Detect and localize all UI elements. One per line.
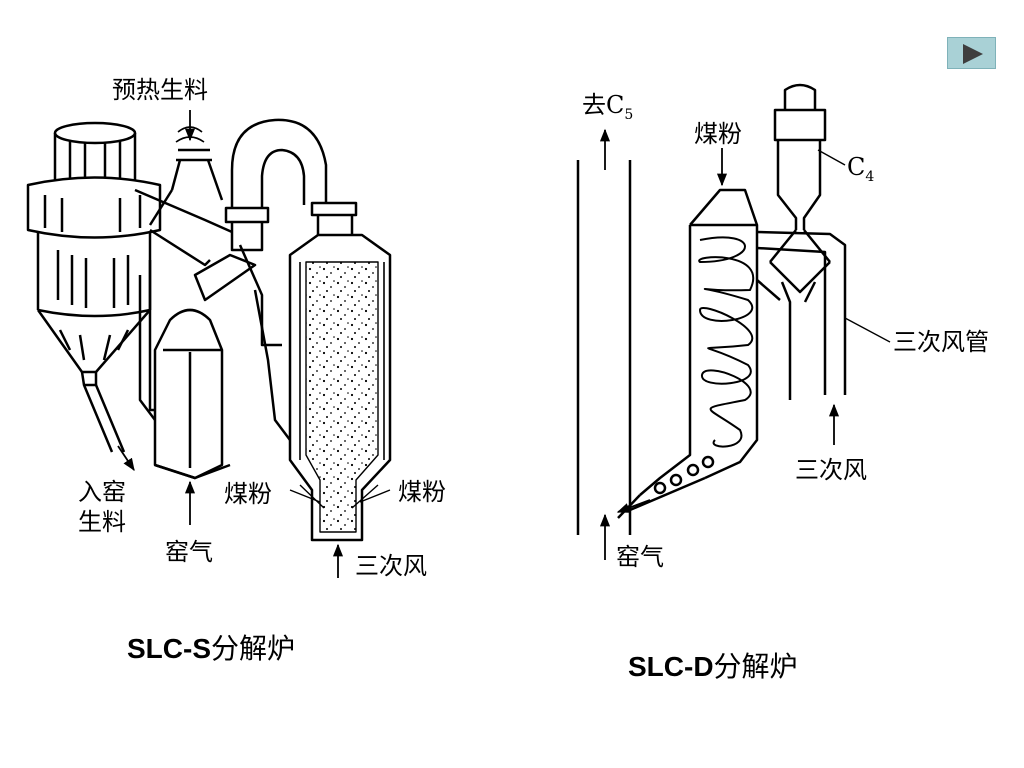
slc-d-labels: 去C5 煤粉 C4 三次风管 三次风 窑气 [582, 91, 989, 571]
c4-leader [817, 149, 846, 166]
kiln-riser [153, 308, 231, 480]
label-tertiary-duct: 三次风管 [893, 328, 989, 356]
caption-slc-d-cn: 分解炉 [713, 650, 798, 683]
slc-s-labels: 预热生料 入窑 生料 窑气 煤粉 煤粉 三次风 [78, 76, 446, 580]
caption-slc-d: SLC-D分解炉 [628, 645, 798, 685]
label-coal-right-diagram: 煤粉 [694, 120, 742, 148]
calciner-vessel [288, 233, 392, 542]
label-meal-to-kiln-1: 入窑 [78, 478, 126, 506]
label-kiln-gas-right: 窑气 [616, 543, 664, 571]
tertiary-air-duct [756, 230, 847, 400]
label-preheated-meal: 预热生料 [112, 76, 208, 104]
c4-cyclone [769, 83, 831, 263]
next-slide-button[interactable] [947, 37, 996, 69]
gooseneck-duct [224, 118, 358, 252]
slc-s-diagram [26, 110, 392, 578]
calciner-particles [305, 261, 379, 533]
meal-to-kiln-arrow [117, 445, 135, 472]
label-coal-left: 煤粉 [224, 480, 272, 508]
diagonal-connector [193, 244, 291, 441]
label-kiln-gas-left: 窑气 [165, 538, 213, 566]
caption-slc-d-latin: SLC-D [628, 651, 714, 682]
meal-inlet-chute [148, 148, 224, 226]
caption-slc-s-latin: SLC-S [127, 633, 211, 664]
swirl-spiral [698, 236, 755, 448]
label-tertiary-air-left: 三次风 [355, 552, 427, 580]
label-tertiary-air-right: 三次风 [795, 456, 867, 484]
label-to-c5: 去C5 [582, 91, 633, 123]
caption-slc-s-cn: 分解炉 [211, 632, 296, 665]
caption-slc-s: SLC-S分解炉 [127, 627, 295, 667]
play-triangle-icon [963, 44, 983, 64]
label-coal-right: 煤粉 [398, 478, 446, 506]
tertiary-duct-leader [844, 317, 891, 343]
label-c4: C4 [847, 153, 874, 185]
slc-d-diagram [576, 83, 891, 560]
label-meal-to-kiln-2: 生料 [78, 508, 126, 536]
